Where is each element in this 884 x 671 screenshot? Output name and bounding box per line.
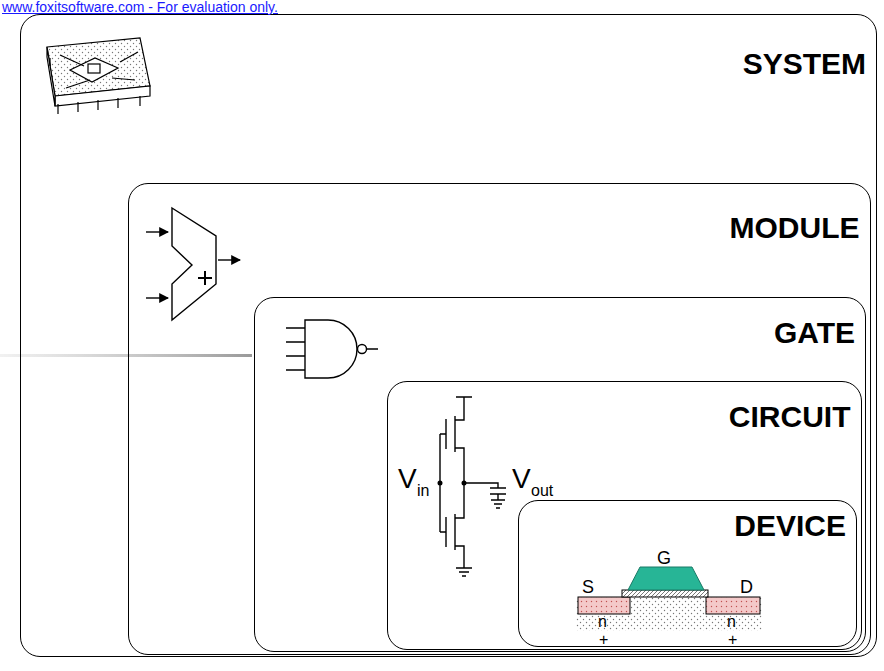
gate-box: DEVICE CIRCUIT GATE [254,297,866,652]
signal-subscript: in [417,483,429,499]
signal-subscript: out [531,483,553,499]
terminal-name: S [582,578,594,596]
terminal-name: D [740,578,753,596]
chip-icon [47,38,150,114]
grey-rule [0,354,252,357]
level-label: GATE [774,318,855,348]
cmos-inverter [438,397,506,576]
signal-name: V [512,465,531,493]
doping-label: + [599,632,608,648]
module-box: DEVICE CIRCUIT GATE MODULE [128,183,871,655]
level-label: CIRCUIT [729,402,851,432]
doping-label: n [598,614,607,630]
mosfet-cross-section [576,567,762,631]
nand-gate [286,320,378,378]
level-label: SYSTEM [743,49,866,79]
doping-label: n [727,614,736,630]
doping-label: + [728,632,737,648]
signal-name: V [398,465,417,493]
adder-symbol [146,208,240,320]
circuit-box: DEVICE CIRCUIT [387,381,862,650]
watermark: www.foxitsoftware.com - For evaluation o… [2,0,278,14]
level-label: MODULE [730,213,860,243]
level-label: DEVICE [734,511,846,541]
system-box: DEVICE CIRCUIT GATE MODULE SYSTEM [20,14,877,657]
device-box: DEVICE [518,500,857,647]
terminal-name: G [657,549,671,567]
